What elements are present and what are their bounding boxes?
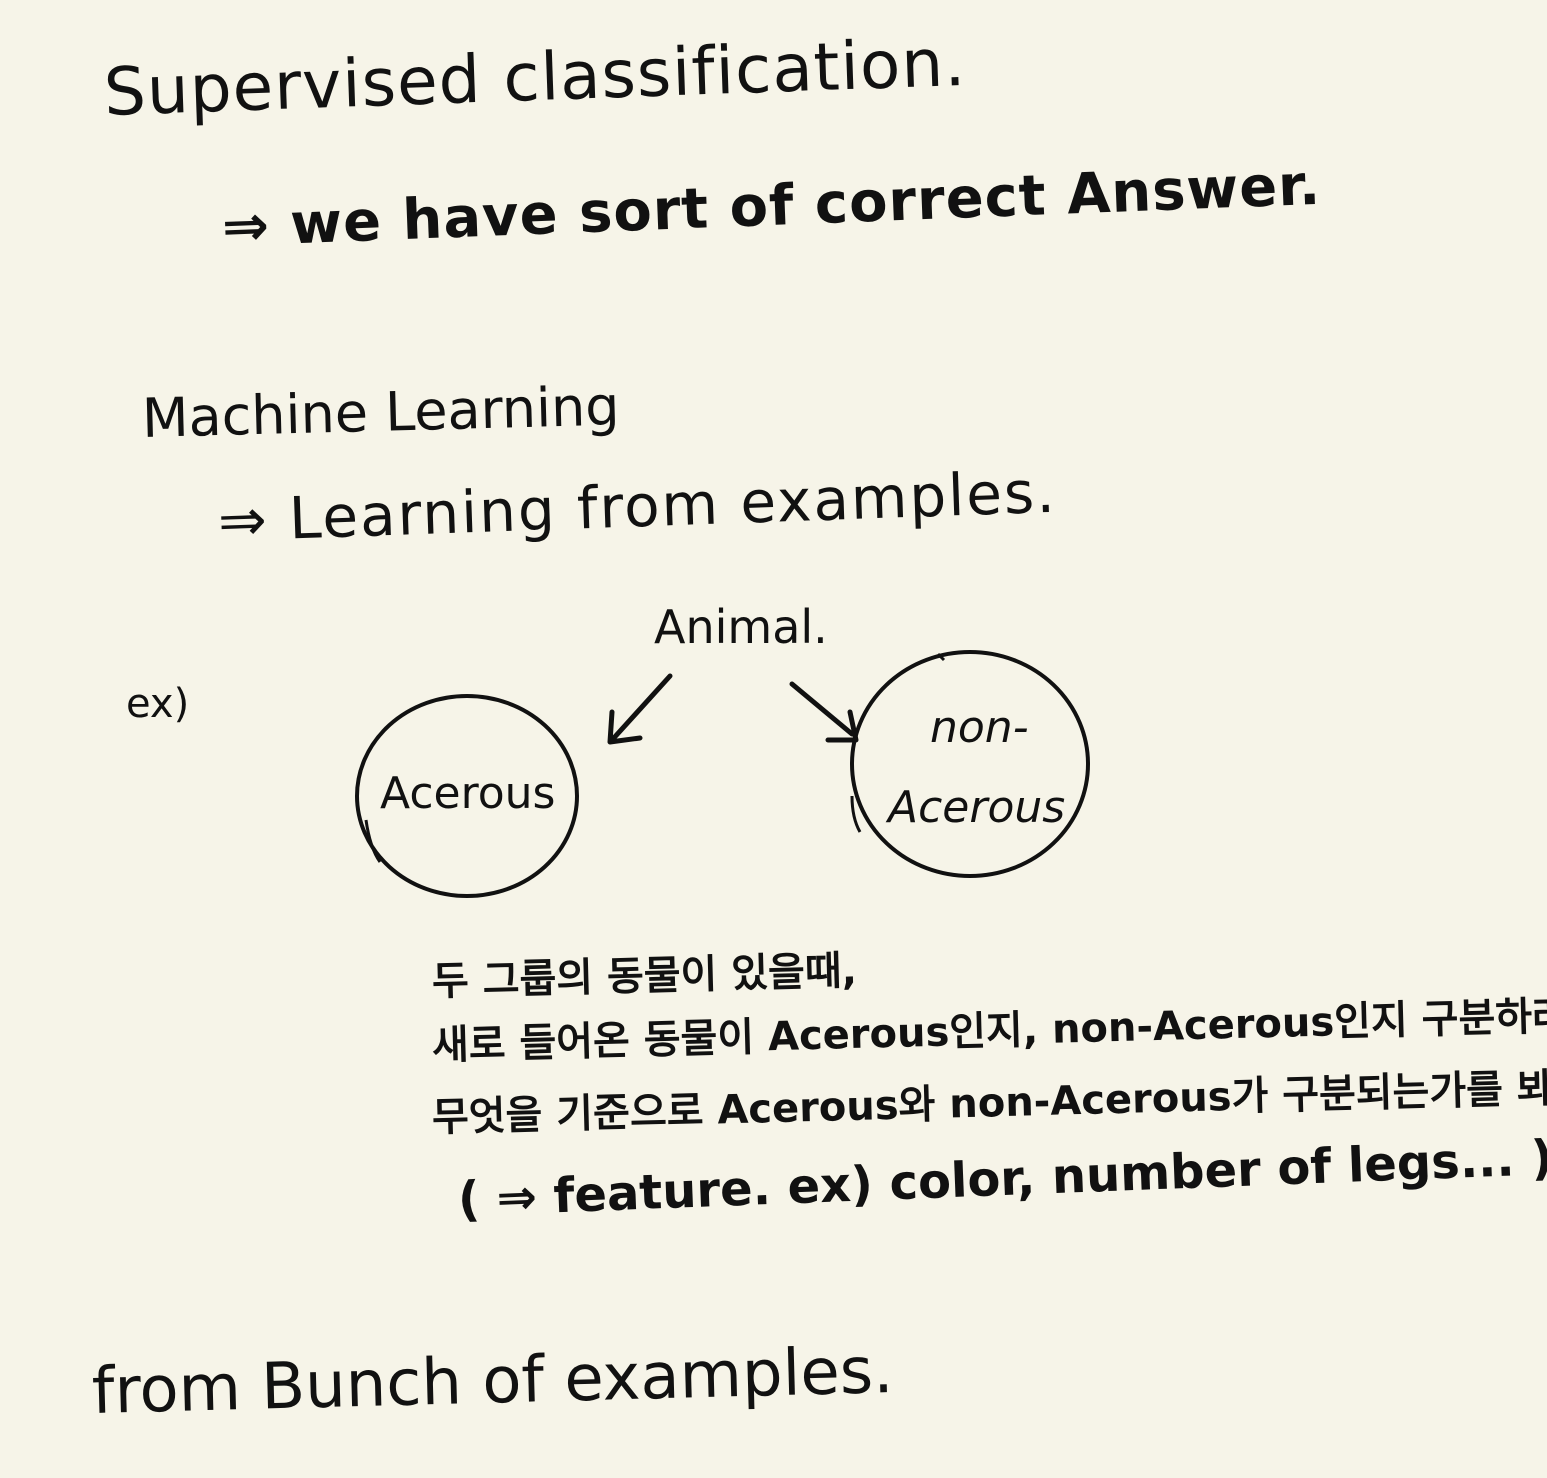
korean-line-2: 새로 들어온 동물이 Acerous인지, non-Acerous인지 구분하려… — [431, 991, 1547, 1069]
right-arrow — [789, 681, 859, 743]
diagram-root-label: Animal. — [654, 600, 828, 654]
example-label: ex) — [126, 681, 190, 727]
page-title: Supervised classification. — [102, 23, 968, 131]
korean-line-1: 두 그룹의 동물이 있을때, — [431, 947, 858, 1005]
feature-line: ( ⇒ feature. ex) color, number of legs..… — [456, 1129, 1547, 1228]
footer-line: from Bunch of examples. — [91, 1334, 895, 1429]
ml-heading: Machine Learning — [141, 374, 621, 450]
answer-line: ⇒ we have sort of correct Answer. — [220, 152, 1323, 260]
left-arrow — [607, 673, 673, 745]
acerous-circle — [355, 694, 579, 898]
ml-definition-line: ⇒ Learning from examples. — [216, 457, 1058, 555]
non-acerous-node-line2: Acerous — [885, 782, 1065, 833]
korean-line-3: 무엇을 기준으로 Acerous와 non-Acerous가 구분되는가를 봐야… — [431, 1062, 1547, 1141]
acerous-node-label: Acerous — [380, 768, 555, 819]
non-acerous-circle — [850, 650, 1090, 878]
non-acerous-node-line1: non- — [930, 702, 1029, 753]
